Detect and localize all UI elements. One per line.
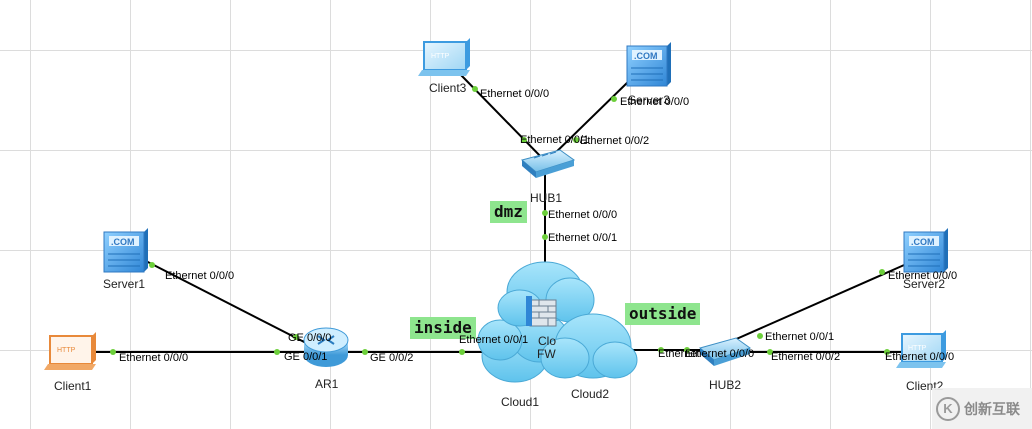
port-dot	[658, 347, 664, 353]
client3-http-label: HTTP	[431, 53, 450, 60]
port-dot	[542, 210, 548, 216]
device-label-server3: Server3	[628, 93, 671, 107]
port-label-hub2-left: Ethernet	[658, 348, 700, 360]
firewall-icon	[526, 296, 557, 327]
port-label-ar1-ge000: GE 0/0/0	[288, 332, 332, 344]
server1-com-label: .COM	[111, 237, 135, 247]
port-label-hub2-eth001: Ethernet 0/0/1	[765, 331, 835, 343]
port-label-hub1-eth002: Ethernet 0/0/2	[580, 135, 650, 147]
device-label-server1: Server1	[103, 277, 146, 291]
port-dot	[542, 234, 548, 240]
watermark-text: 创新互联	[964, 401, 1020, 418]
port-dot	[521, 137, 527, 143]
port-dot	[293, 334, 299, 340]
device-label-client1: Client1	[54, 379, 92, 393]
watermark: K 创新互联	[932, 388, 1032, 429]
link-hub2-server2	[715, 257, 921, 349]
zone-inside-label: inside	[410, 317, 476, 339]
server3-icon	[626, 42, 671, 87]
server1-icon	[103, 228, 148, 273]
port-dot	[879, 269, 885, 275]
port-dot	[459, 349, 465, 355]
hub2-icon	[698, 337, 752, 366]
server3-com-label: .COM	[634, 51, 658, 61]
port-label-ar1-ge002: GE 0/0/2	[370, 352, 414, 364]
device-label-fw-partial: Clo	[538, 334, 557, 348]
port-dot	[573, 137, 579, 143]
port-label-hub1-eth001: Ethernet 0/0/1	[520, 134, 590, 146]
hub1-icon	[520, 149, 576, 178]
port-label-client1: Ethernet 0/0/0	[119, 352, 189, 364]
client2-http-label: HTTP	[908, 345, 927, 352]
port-label-cloud1: Ethernet 0/0/1	[459, 334, 529, 346]
server2-icon	[903, 228, 948, 273]
port-label-server3: Ethernet 0/0/0	[620, 96, 690, 108]
port-label-ar1-ge001: GE 0/0/1	[284, 351, 328, 363]
device-label-fw: FW	[537, 347, 556, 361]
device-label-cloud2: Cloud2	[571, 387, 610, 401]
port-label-hub2-eth002: Ethernet 0/0/2	[771, 351, 841, 363]
client1-icon	[44, 332, 96, 370]
port-label-fw-eth001: Ethernet 0/0/1	[548, 232, 618, 244]
zone-dmz-label: dmz	[490, 201, 527, 223]
port-dot	[110, 349, 116, 355]
port-label-hub2-eth000: Ethernet 0/0/0	[685, 348, 755, 360]
watermark-logo-icon: K	[936, 396, 960, 421]
link-server1-ar1	[139, 257, 313, 347]
device-label-ar1: AR1	[315, 377, 339, 391]
port-label-server2: Ethernet 0/0/0	[888, 270, 958, 282]
client1-http-label: HTTP	[57, 347, 76, 354]
port-dot	[611, 96, 617, 102]
client3-icon	[418, 38, 470, 76]
port-dot	[149, 262, 155, 268]
device-label-server2: Server2	[903, 277, 946, 291]
port-label-fw-eth000: Ethernet 0/0/0	[548, 209, 618, 221]
client2-icon	[896, 330, 946, 368]
port-label-server1: Ethernet 0/0/0	[165, 270, 235, 282]
device-label-hub2: HUB2	[709, 378, 742, 392]
port-dot	[472, 86, 478, 92]
port-dot	[274, 349, 280, 355]
device-label-client3: Client3	[429, 81, 467, 95]
device-label-cloud1: Cloud1	[501, 395, 540, 409]
port-dot	[362, 349, 368, 355]
port-dot	[684, 347, 690, 353]
zone-outside-label: outside	[625, 303, 701, 325]
router-icon	[303, 327, 349, 367]
port-dot	[757, 333, 763, 339]
port-label-client2: Ethernet 0/0/0	[885, 351, 955, 363]
port-label-client3: Ethernet 0/0/0	[480, 88, 550, 100]
link-server3-hub1	[547, 79, 631, 161]
device-label-hub1: HUB1	[530, 191, 563, 205]
port-dot	[884, 349, 890, 355]
server2-com-label: .COM	[911, 237, 935, 247]
cloud2-icon	[540, 313, 638, 379]
port-dot	[767, 349, 773, 355]
